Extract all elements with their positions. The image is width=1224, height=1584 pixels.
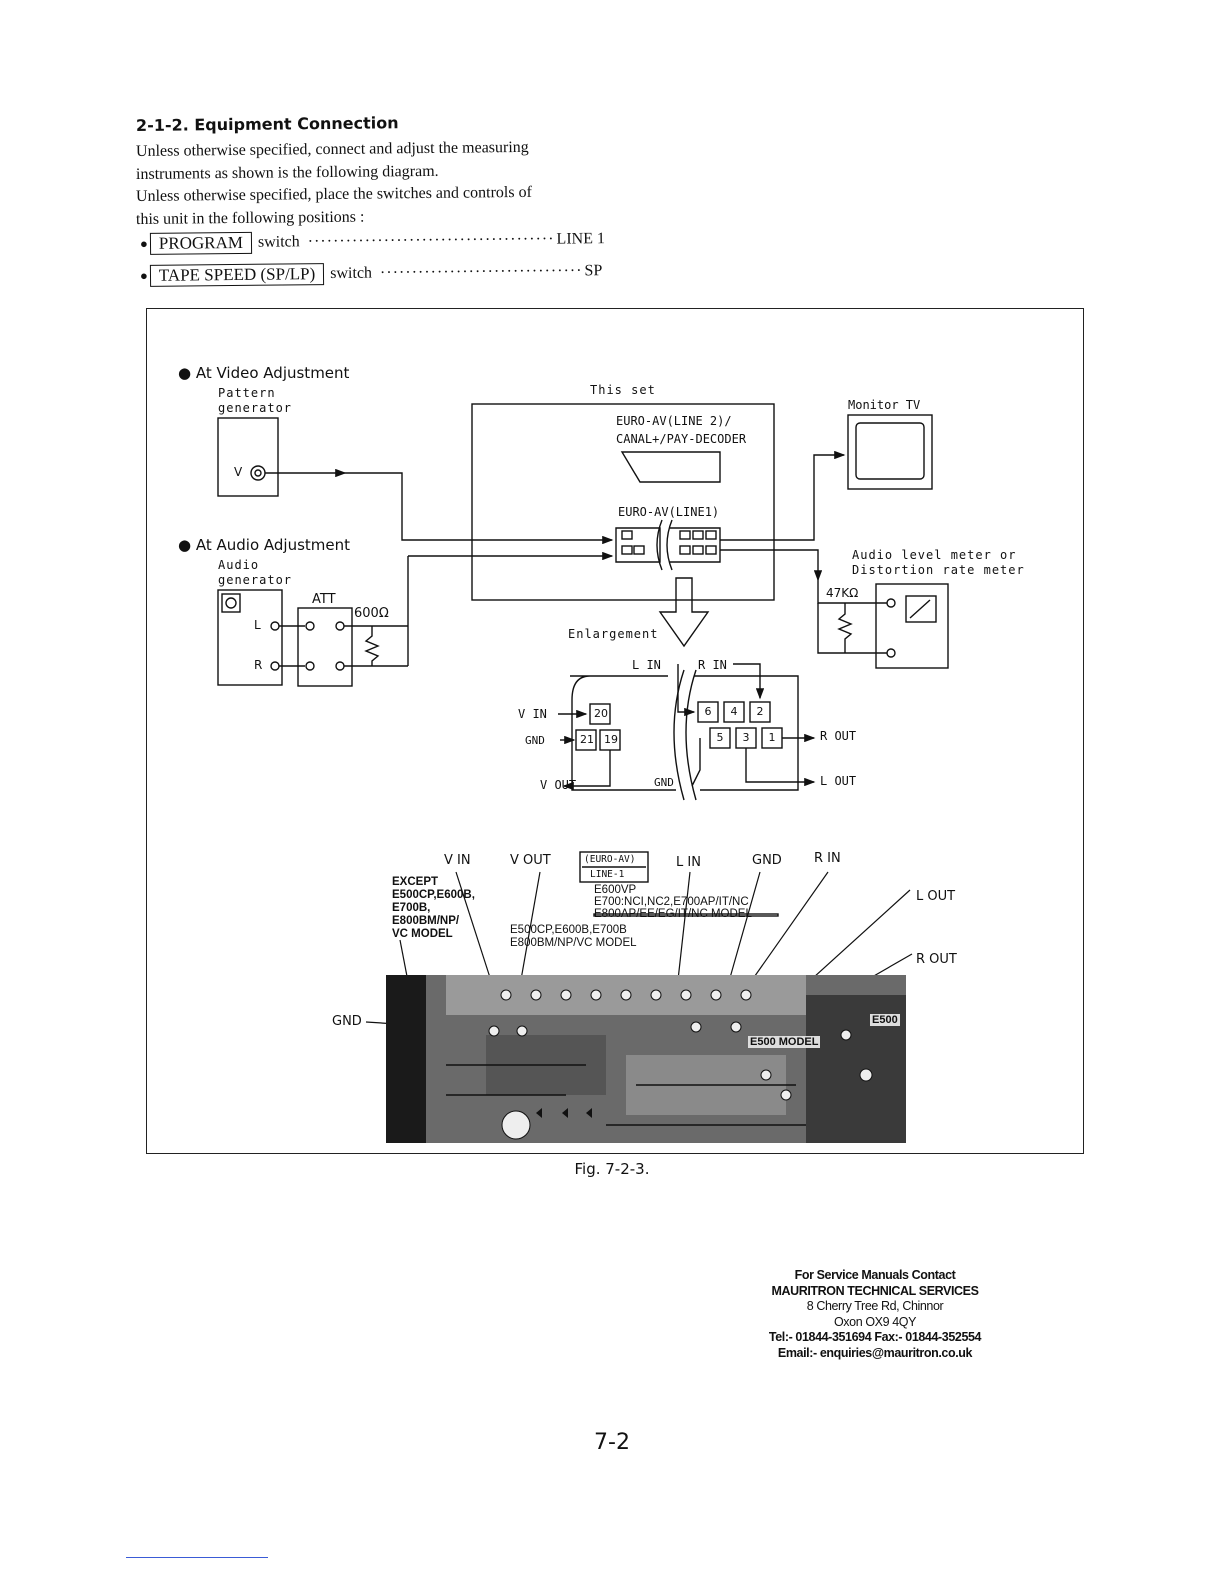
resistor-47k <box>837 603 853 653</box>
pcb-v-in-label: V IN <box>444 853 471 868</box>
l-in-label: L IN <box>632 658 661 672</box>
contact-line-4: Oxon OX9 4QY <box>833 1314 917 1329</box>
r-in-label: R IN <box>698 658 727 672</box>
scart-connector-line1-right <box>670 527 721 563</box>
audio-meter-box <box>875 583 949 669</box>
contact-line-1: For Service Manuals Contact <box>794 1268 956 1282</box>
pin-21-label: 21 <box>580 733 594 746</box>
page-number: 7-2 <box>594 1430 630 1455</box>
att-label: ATT <box>312 592 336 607</box>
this-set-box <box>471 403 775 601</box>
pin-2-label: 2 <box>756 705 764 718</box>
pcb-euro-box-label-2: LINE-1 <box>590 869 625 880</box>
enlargement-arrow <box>658 577 710 648</box>
except-line-1: EXCEPT <box>392 876 439 888</box>
contact-line-2: MAURITRON TECHNICAL SERVICES <box>771 1283 979 1298</box>
models-note: E600VP E700:NCI,NC2,E700AP/IT/NC E800AP/… <box>594 884 752 920</box>
except-models-note: EXCEPT E500CP,E600B, E700B, E800BM/NP/ V… <box>392 876 475 941</box>
e500-model-label: E500 MODEL <box>748 1036 821 1048</box>
v-jack-label: V <box>234 465 243 479</box>
audio-adjustment-label: ● At Audio Adjustment <box>178 536 351 554</box>
right-channel-label: R <box>254 658 263 672</box>
pcb-gnd-top-label: GND <box>752 853 782 868</box>
pcb-r-out-label: R OUT <box>916 952 957 967</box>
except-line-5: VC MODEL <box>392 928 453 940</box>
this-set-label: This set <box>590 383 656 397</box>
att-box <box>297 607 353 687</box>
pcb-photo <box>386 975 906 1143</box>
models-line-1: E600VP <box>594 884 637 896</box>
gnd-label: GND <box>525 734 545 747</box>
contact-line-5: Tel:- 01844-351694 Fax:- 01844-352554 <box>768 1330 982 1344</box>
pin-21 <box>575 729 597 751</box>
models-line-3: E800AP/EE/EG/IT/NC MODEL <box>594 908 752 920</box>
pin-4 <box>723 701 745 723</box>
pin-1-label: 1 <box>768 731 776 744</box>
v-in-label: V IN <box>518 707 547 721</box>
pin-3-label: 3 <box>742 731 750 744</box>
except-line-4: E800BM/NP/ <box>392 915 460 927</box>
pin-20 <box>589 703 611 725</box>
pattern-generator-box <box>217 417 279 497</box>
pin-2 <box>749 701 771 723</box>
pcb-r-in-label: R IN <box>814 851 841 866</box>
monitor-tv-label: Monitor TV <box>848 398 921 412</box>
pcb-gnd-left-label: GND <box>332 1014 362 1029</box>
l-out-label: L OUT <box>820 774 857 788</box>
audio-meter-label: Audio level meter or <box>852 548 1017 562</box>
v-output-jack <box>250 465 266 481</box>
video-adjustment-label: ● At Video Adjustment <box>178 364 350 382</box>
pcb-v-out-label: V OUT <box>510 853 551 868</box>
pattern-generator-label: Pattern <box>218 386 276 400</box>
gnd-label-2: GND <box>654 776 674 789</box>
models-line-2: E700:NCI,NC2,E700AP/IT/NC <box>594 896 749 908</box>
audio-generator-label-2: generator <box>218 573 293 587</box>
r-out-label: R OUT <box>820 729 857 743</box>
pin-4-label: 4 <box>730 705 738 718</box>
pattern-generator-label-2: generator <box>218 401 293 415</box>
contact-line-6: Email:- enquiries@mauritron.co.uk <box>777 1345 973 1360</box>
enlargement-label: Enlargement <box>568 627 659 641</box>
resistor-47k-label: 47KΩ <box>826 586 859 600</box>
audio-meter-label-2: Distortion rate meter <box>852 563 1025 577</box>
footer-rule <box>126 1557 268 1558</box>
monitor-tv-box <box>847 414 933 490</box>
audio-generator-box <box>217 589 283 686</box>
scart-connector-line2 <box>620 451 721 483</box>
audio-generator-label: Audio <box>218 558 260 572</box>
contact-block: For Service Manuals Contact MAURITRON TE… <box>740 1268 1010 1361</box>
pin-5-label: 5 <box>716 731 724 744</box>
pin-19-label: 19 <box>604 733 618 746</box>
enlarged-connector <box>570 675 799 791</box>
pcb-l-in-label: L IN <box>676 855 701 870</box>
figure-caption: Fig. 7-2-3. <box>574 1160 650 1178</box>
contact-line-3: 8 Cherry Tree Rd, Chinnor <box>806 1299 944 1313</box>
euro-av-line2-label: EURO-AV(LINE 2)/ <box>616 414 732 428</box>
models-line-4: E500CP,E600B,E700B <box>510 924 627 936</box>
except-line-2: E500CP,E600B, <box>392 889 475 901</box>
diagram-frame <box>146 308 1084 1154</box>
pcb-euro-box-label: (EURO-AV) <box>584 854 636 865</box>
pin-5 <box>709 727 731 749</box>
left-channel-label: L <box>254 618 261 632</box>
resistor-600 <box>364 626 380 666</box>
models-note-2: E500CP,E600B,E700B E800BM/NP/VC MODEL <box>510 924 637 950</box>
except-line-3: E700B, <box>392 902 431 914</box>
pcb-l-out-label: L OUT <box>916 889 956 904</box>
ohm-600-label: 600Ω <box>354 606 389 621</box>
euro-av-line1-label: EURO-AV(LINE1) <box>618 505 720 519</box>
euro-av-line2-label-2: CANAL+/PAY-DECODER <box>616 432 747 446</box>
v-out-label: V OUT <box>540 778 577 792</box>
euro-line1-label-box <box>579 851 649 883</box>
pin-6 <box>697 701 719 723</box>
pin-20-label: 20 <box>594 707 608 720</box>
pin-6-label: 6 <box>704 705 712 718</box>
models-line-5: E800BM/NP/VC MODEL <box>510 937 637 949</box>
e500-label: E500 <box>870 1014 900 1026</box>
